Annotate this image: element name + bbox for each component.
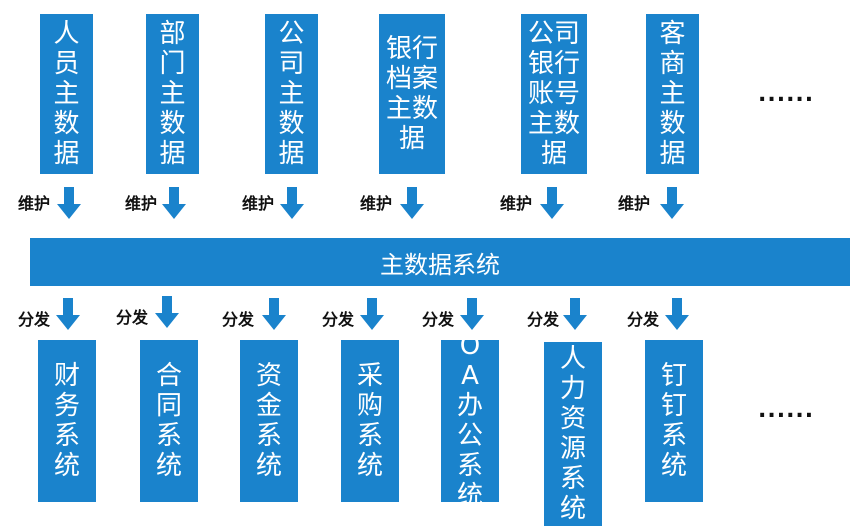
master-data-system-bar: 主数据系统 [30, 238, 850, 286]
down-arrow-icon [665, 298, 689, 330]
top-more-ellipsis: ...... [758, 82, 815, 107]
top-box-label: 银行档案主数据 [386, 34, 439, 154]
top-box-label: 部门主数据 [159, 19, 186, 169]
top-box-customer-supplier: 客商主数据 [646, 14, 699, 174]
down-arrow-icon [162, 187, 186, 219]
bottom-box-procurement: 采购系统 [341, 340, 399, 502]
top-box-people: 人员主数据 [40, 14, 93, 174]
bottom-box-label: 钉钉系统 [661, 361, 688, 481]
bottom-box-label: 财务系统 [54, 361, 81, 481]
bottom-box-funds: 资金系统 [240, 340, 298, 502]
maintain-label: 维护 [18, 194, 51, 213]
bottom-box-label: 合同系统 [156, 361, 183, 481]
down-arrow-icon [280, 187, 304, 219]
bottom-box-dingtalk: 钉钉系统 [645, 340, 703, 502]
maintain-label: 维护 [618, 194, 651, 213]
maintain-label: 维护 [242, 194, 275, 213]
top-box-company: 公司主数据 [265, 14, 318, 174]
down-arrow-icon [360, 298, 384, 330]
distribute-label: 分发 [18, 310, 51, 329]
down-arrow-icon [540, 187, 564, 219]
top-box-department: 部门主数据 [146, 14, 199, 174]
master-data-system-label: 主数据系统 [380, 250, 500, 279]
top-box-label: 客商主数据 [659, 19, 686, 169]
top-box-company-bank-account: 公司银行账号主数据 [521, 14, 587, 174]
bottom-box-finance: 财务系统 [38, 340, 96, 502]
down-arrow-icon [57, 187, 81, 219]
down-arrow-icon [155, 296, 179, 328]
maintain-label: 维护 [125, 194, 158, 213]
top-box-label: 公司主数据 [278, 19, 305, 169]
down-arrow-icon [563, 298, 587, 330]
distribute-label: 分发 [322, 310, 355, 329]
bottom-box-label: 人力资源系统 [560, 344, 587, 524]
bottom-box-label: OA办公系统 [456, 331, 483, 511]
top-box-bank-archive: 银行档案主数据 [379, 14, 445, 174]
down-arrow-icon [262, 298, 286, 330]
down-arrow-icon [460, 298, 484, 330]
distribute-label: 分发 [222, 310, 255, 329]
down-arrow-icon [400, 187, 424, 219]
distribute-label: 分发 [627, 310, 660, 329]
maintain-label: 维护 [500, 194, 533, 213]
bottom-box-contract: 合同系统 [140, 340, 198, 502]
down-arrow-icon [660, 187, 684, 219]
distribute-label: 分发 [422, 310, 455, 329]
top-box-label: 人员主数据 [53, 19, 80, 169]
distribute-label: 分发 [527, 310, 560, 329]
bottom-more-ellipsis: ...... [758, 398, 815, 423]
bottom-box-label: 采购系统 [357, 361, 384, 481]
top-box-label: 公司银行账号主数据 [528, 19, 581, 169]
maintain-label: 维护 [360, 194, 393, 213]
bottom-box-hr: 人力资源系统 [544, 342, 602, 526]
distribute-label: 分发 [116, 308, 149, 327]
down-arrow-icon [56, 298, 80, 330]
bottom-box-label: 资金系统 [256, 361, 283, 481]
bottom-box-oa: OA办公系统 [441, 331, 499, 511]
